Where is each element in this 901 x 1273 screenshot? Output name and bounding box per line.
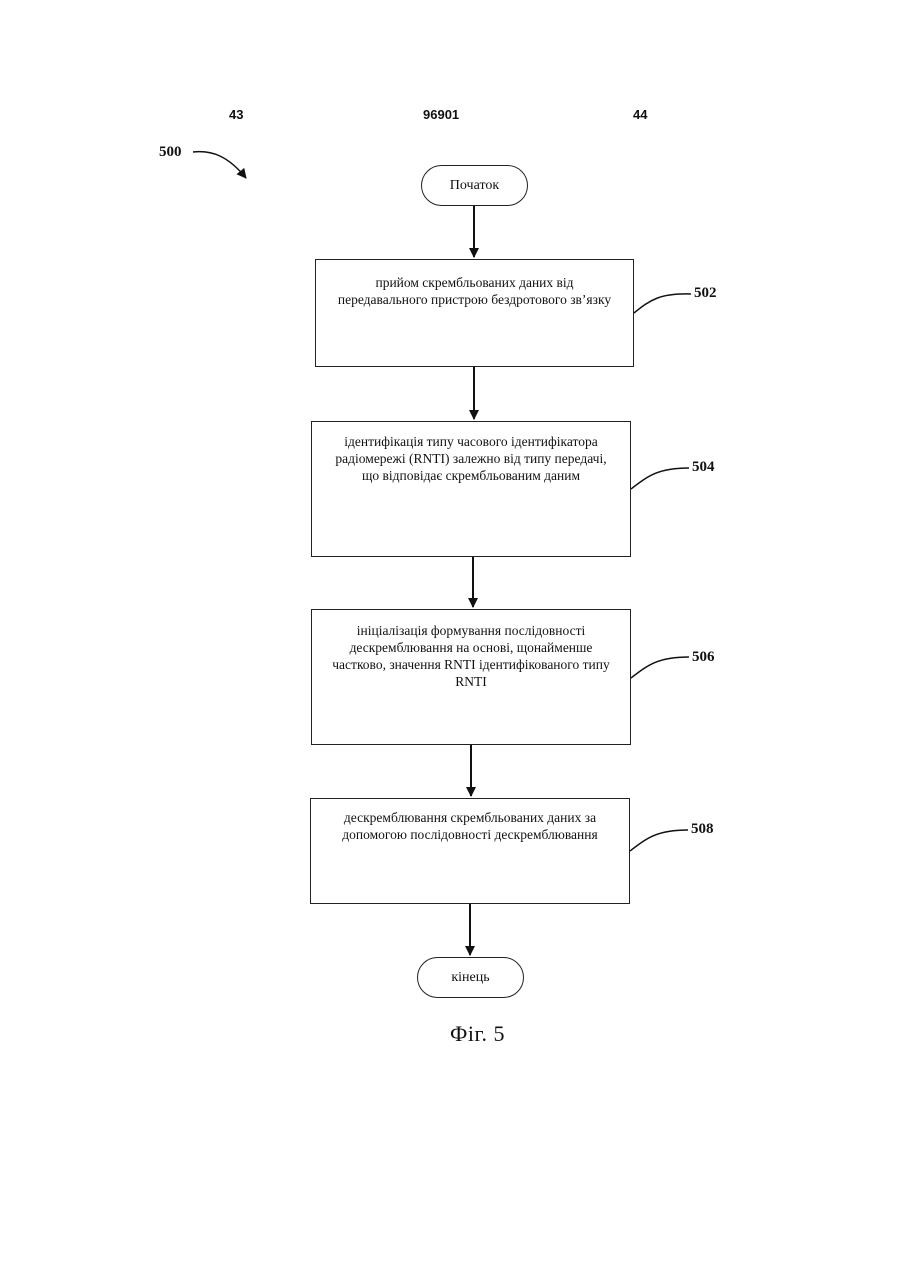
reference-numeral-504: 504 (692, 459, 715, 476)
process-step-508: дескремблювання скрембльованих даних за … (310, 798, 630, 904)
leader-line-506 (631, 657, 689, 678)
step-506-text: ініціалізація формування послідовності д… (332, 623, 609, 689)
start-label: Початок (450, 178, 499, 194)
step-504-text: ідентифікація типу часового ідентифікато… (335, 434, 606, 483)
reference-numeral-508: 508 (691, 821, 714, 838)
step-508-text: дескремблювання скрембльованих даних за … (342, 810, 597, 842)
process-step-504: ідентифікація типу часового ідентифікато… (311, 421, 631, 557)
process-step-506: ініціалізація формування послідовності д… (311, 609, 631, 745)
start-terminal: Початок (421, 165, 528, 206)
process-step-502: прийом скрембльованих даних від передава… (315, 259, 634, 367)
end-label: кінець (451, 970, 489, 986)
leader-line-504 (631, 468, 689, 489)
figure-label-leader-arrow (193, 152, 246, 178)
leader-line-502 (634, 294, 691, 313)
figure-caption: Фіг. 5 (450, 1021, 505, 1047)
reference-numeral-506: 506 (692, 649, 715, 666)
end-terminal: кінець (417, 957, 524, 998)
leader-line-508 (630, 830, 688, 851)
reference-numeral-502: 502 (694, 285, 717, 302)
step-502-text: прийом скрембльованих даних від передава… (338, 275, 611, 307)
